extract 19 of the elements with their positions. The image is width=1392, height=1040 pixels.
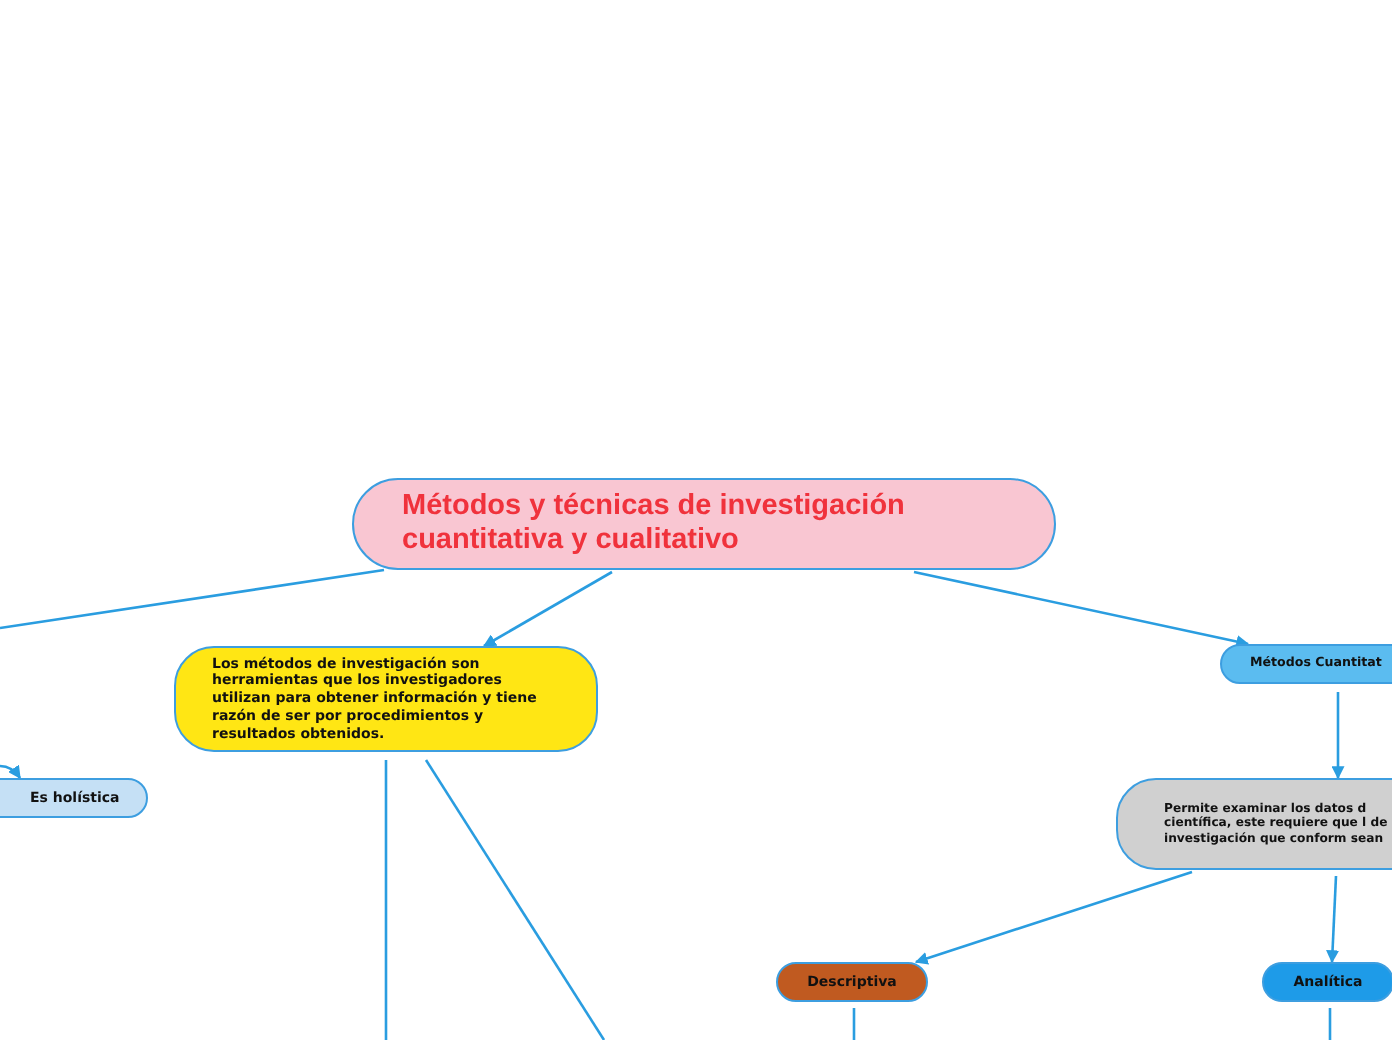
concept-box xyxy=(0,778,148,818)
connector-line xyxy=(0,568,385,630)
connector-line xyxy=(424,759,606,1040)
connector-line xyxy=(1328,1008,1332,1040)
connector-line xyxy=(384,760,388,1040)
arrow xyxy=(1326,875,1340,964)
concept-box xyxy=(1116,778,1392,870)
concept-box xyxy=(1220,644,1392,684)
arrow xyxy=(1331,692,1345,780)
topic-box xyxy=(352,478,1056,570)
title-text: Métodos y técnicas de investigación cuantitativa y cualitativo xyxy=(402,490,907,558)
arrow xyxy=(913,570,1250,648)
concept-box xyxy=(174,646,598,752)
connector-line xyxy=(852,1008,856,1040)
concept-box xyxy=(1262,962,1392,1002)
arrow xyxy=(0,764,22,780)
arrow xyxy=(482,570,613,648)
arrow xyxy=(914,870,1193,965)
concept-box xyxy=(776,962,928,1002)
